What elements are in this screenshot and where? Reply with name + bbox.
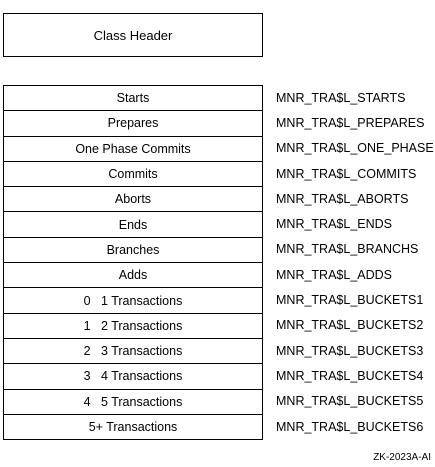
symbol-label-starts: MNR_TRA$L_STARTS	[276, 90, 406, 105]
symbol-label-buckets1: MNR_TRA$L_BUCKETS1	[276, 293, 424, 308]
symbol-label-commits: MNR_TRA$L_COMMITS	[276, 166, 417, 181]
field-row-prepares: Prepares	[4, 111, 262, 137]
symbol-label-adds: MNR_TRA$L_ADDS	[276, 267, 393, 282]
symbol-label-buckets2: MNR_TRA$L_BUCKETS2	[276, 318, 424, 333]
field-row-branches: Branches	[4, 238, 262, 264]
field-row-bucket-2: 1 2 Transactions	[4, 314, 262, 339]
field-row-commits: Commits	[4, 162, 262, 188]
symbol-label-buckets5: MNR_TRA$L_BUCKETS5	[276, 394, 424, 409]
symbol-label-prepares: MNR_TRA$L_PREPARES	[276, 115, 425, 130]
class-header-label: Class Header	[93, 27, 173, 43]
symbol-label-ends: MNR_TRA$L_ENDS	[276, 217, 393, 232]
symbol-labels: MNR_TRA$L_STARTS MNR_TRA$L_PREPARES MNR_…	[276, 85, 435, 439]
field-row-bucket-6: 5+ Transactions	[4, 415, 262, 441]
field-row-one-phase-commits: One Phase Commits	[4, 137, 262, 162]
symbol-label-branchs: MNR_TRA$L_BRANCHS	[276, 242, 419, 257]
field-row-aborts: Aborts	[4, 187, 262, 213]
field-row-ends: Ends	[4, 212, 262, 238]
field-row-bucket-4: 3 4 Transactions	[4, 364, 262, 390]
symbol-label-buckets4: MNR_TRA$L_BUCKETS4	[276, 368, 424, 383]
symbol-label-one-phase: MNR_TRA$L_ONE_PHASE	[276, 141, 434, 156]
field-row-bucket-1: 0 1 Transactions	[4, 288, 262, 314]
record-fields-table: Starts Prepares One Phase Commits Commit…	[3, 85, 263, 441]
symbol-label-buckets3: MNR_TRA$L_BUCKETS3	[276, 343, 424, 358]
field-row-bucket-5: 4 5 Transactions	[4, 390, 262, 415]
field-row-adds: Adds	[4, 263, 262, 289]
field-row-bucket-3: 2 3 Transactions	[4, 339, 262, 365]
field-row-starts: Starts	[4, 86, 262, 112]
class-header-box: Class Header	[3, 13, 263, 57]
figure-id: ZK-2023A-AI	[373, 452, 431, 463]
symbol-label-buckets6: MNR_TRA$L_BUCKETS6	[276, 419, 424, 434]
symbol-label-aborts: MNR_TRA$L_ABORTS	[276, 191, 409, 206]
